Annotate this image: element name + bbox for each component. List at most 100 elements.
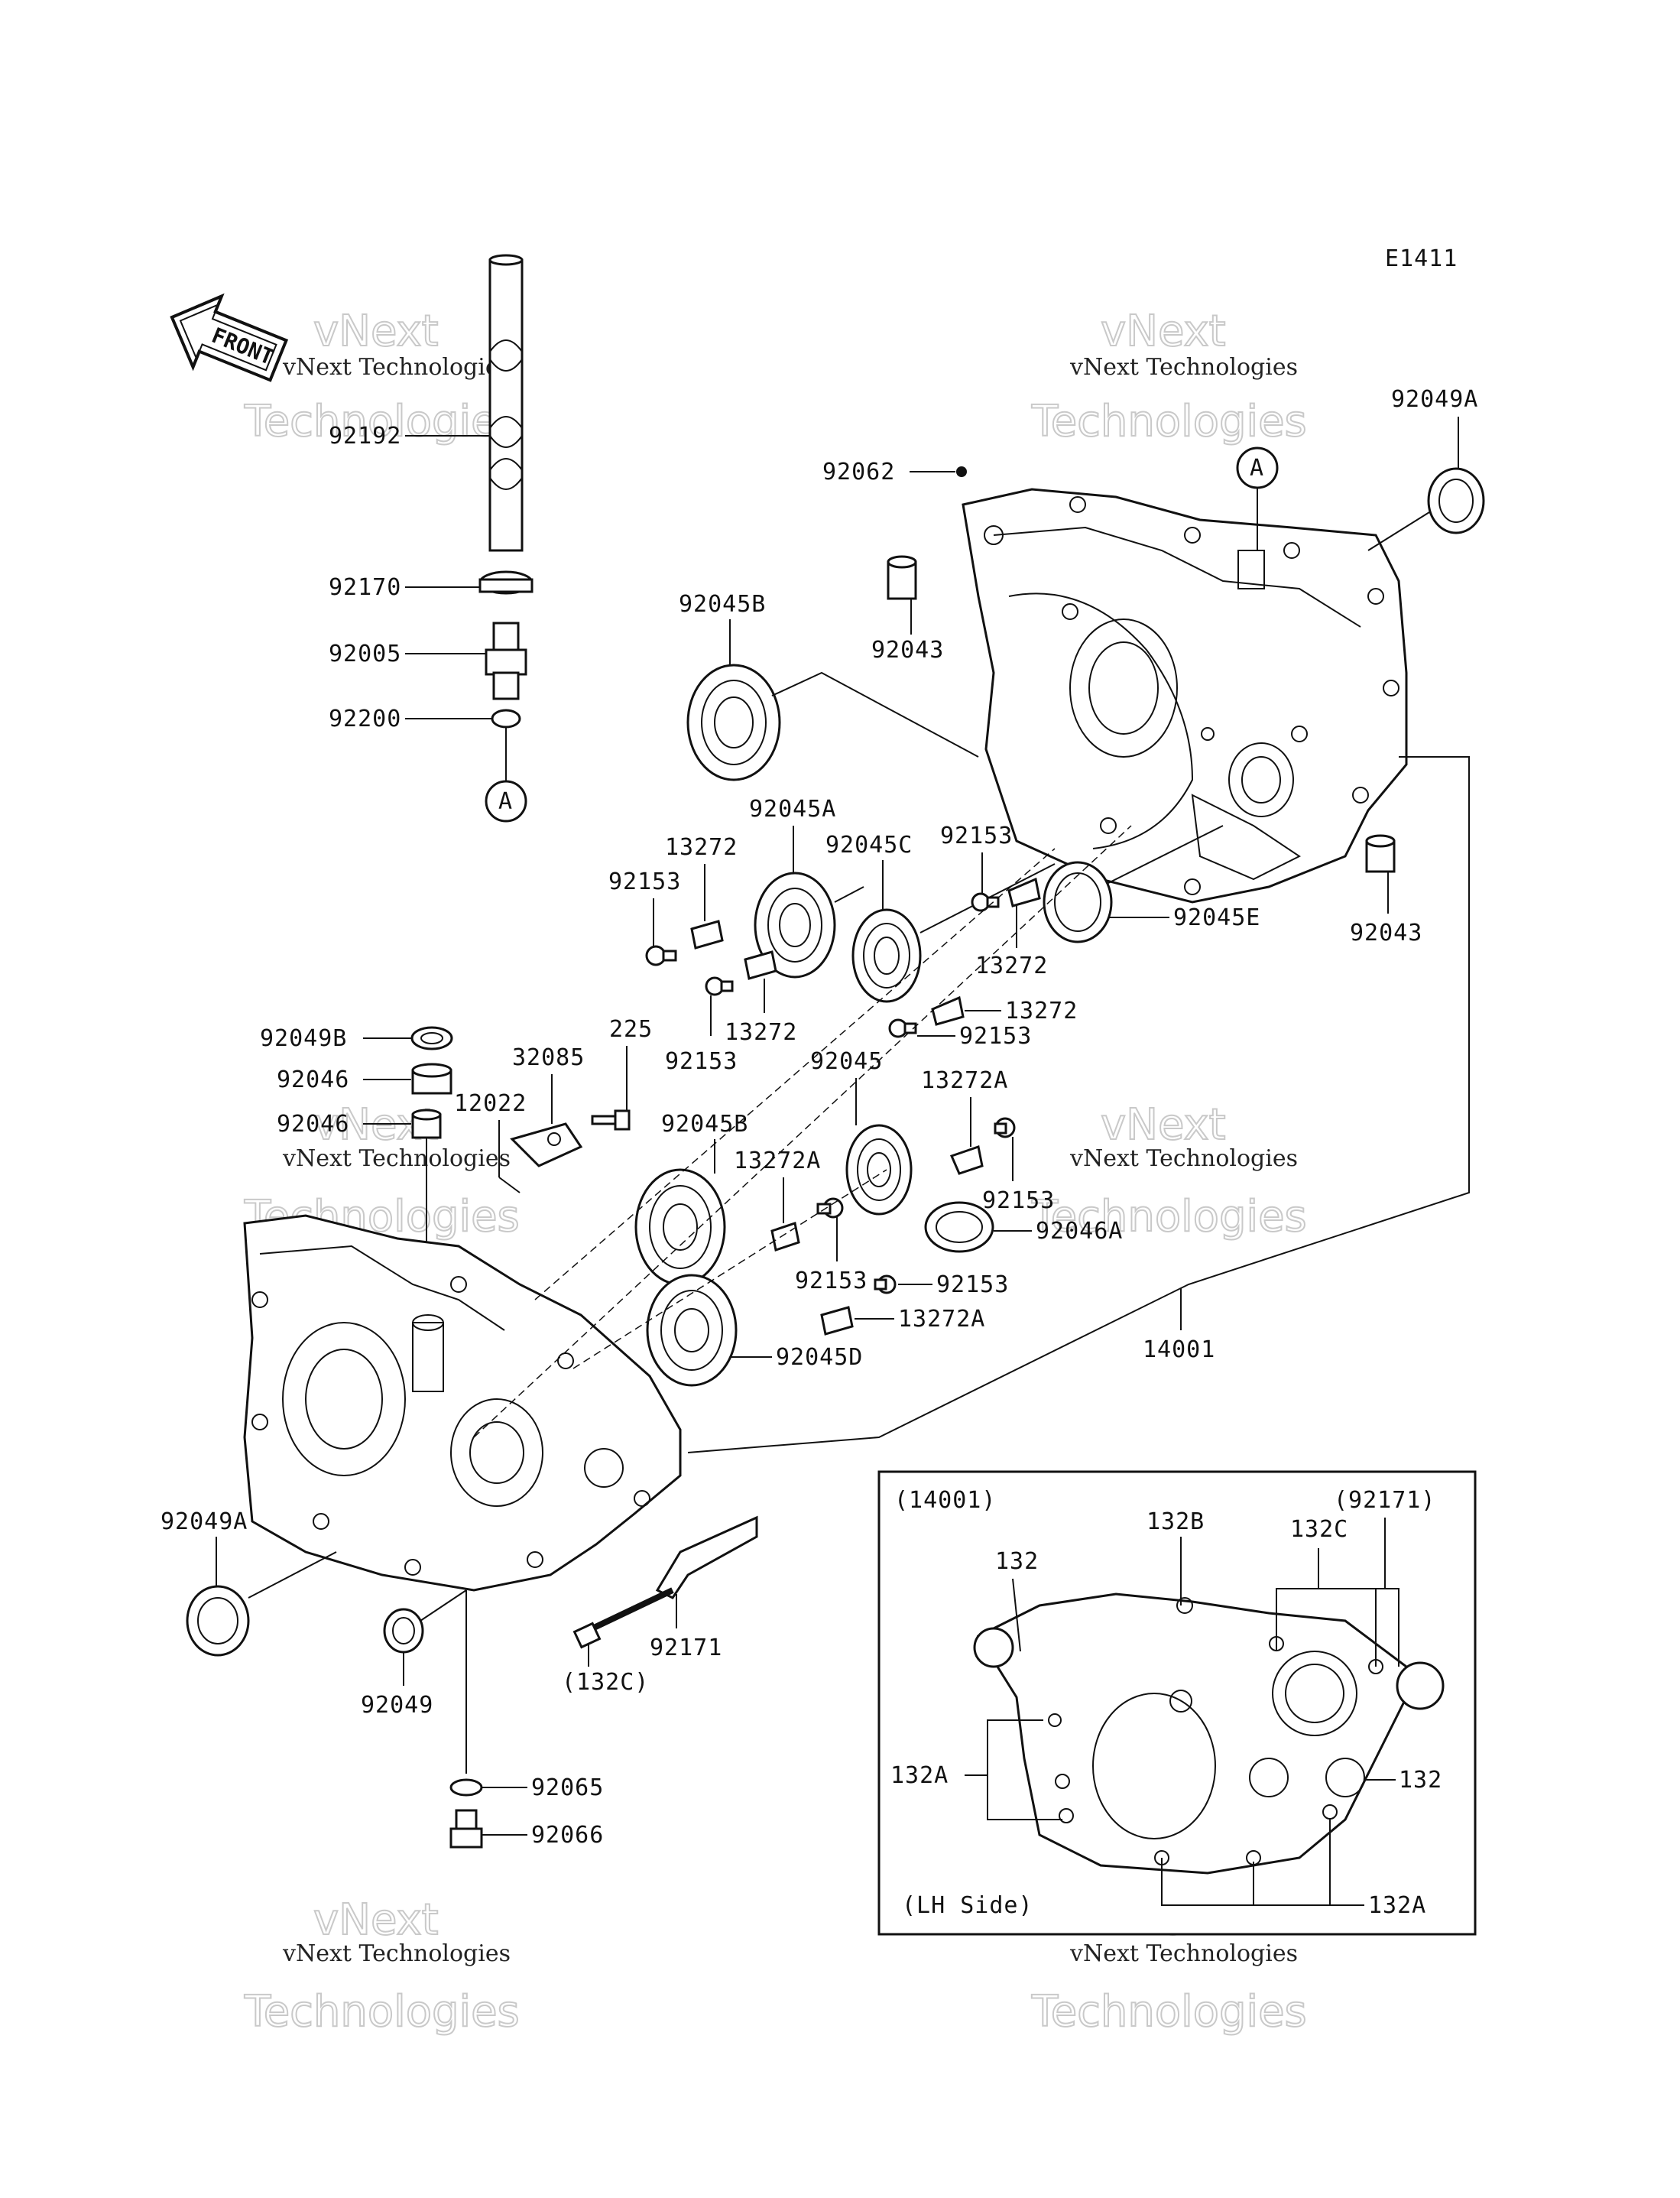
inset-label-132a-left: 132A	[890, 1762, 949, 1789]
crankcase-left-half	[243, 1214, 682, 1592]
ref-marker-a-left	[485, 780, 527, 823]
plate-13272a	[770, 1222, 800, 1252]
label-92045e: 92045E	[1173, 904, 1260, 931]
watermark-text: vNext Technologies	[282, 354, 511, 381]
inset-label-132-top: 132	[995, 1548, 1039, 1575]
label-14001: 14001	[1143, 1336, 1215, 1363]
oil-seal-92049a-top	[1427, 467, 1485, 534]
label-92045b-top: 92045B	[679, 591, 766, 618]
watermark-text: Technologies	[1031, 1192, 1307, 1242]
inset-side-label: (LH Side)	[902, 1892, 1033, 1919]
watermark-text: vNext Technologies	[282, 1940, 511, 1967]
watermark-top-right: vNext vNext Technologies Technologies	[1030, 306, 1308, 447]
plate-13272a	[820, 1306, 854, 1336]
breather-hose	[488, 254, 524, 552]
dowel-pin-92043-top	[887, 555, 917, 600]
inset-label-132c: 132C	[1290, 1516, 1348, 1543]
bracket-92171	[655, 1515, 758, 1599]
watermark-text: vNext	[313, 307, 439, 356]
bolt-225	[591, 1109, 631, 1131]
dowel-pin-92043-right	[1365, 834, 1396, 873]
washer-92065	[449, 1778, 483, 1797]
label-13272a-a: 13272A	[921, 1067, 1008, 1094]
label-92049: 92049	[361, 1692, 433, 1719]
watermark-text: Technologies	[244, 397, 520, 446]
label-92153-c: 92153	[665, 1048, 738, 1075]
label-132c-paren: (132C)	[562, 1669, 649, 1696]
oil-seal-92049a-left	[186, 1585, 250, 1657]
label-92045b-mid: 92045B	[661, 1111, 748, 1138]
watermark-text: vNext Technologies	[1069, 1145, 1298, 1172]
plate-13272	[744, 950, 777, 980]
label-92153-g: 92153	[936, 1271, 1009, 1298]
label-92043-right: 92043	[1350, 920, 1422, 946]
label-92046-b: 92046	[277, 1111, 349, 1138]
label-13272-c: 13272	[725, 1019, 797, 1046]
label-225: 225	[609, 1016, 653, 1043]
label-92049b: 92049B	[260, 1025, 347, 1052]
watermark-text: Technologies	[1031, 397, 1307, 446]
front-arrow-icon: FRONT	[170, 293, 289, 382]
bearing-92045c	[851, 908, 922, 1003]
ref-marker-a-text: A	[1250, 455, 1264, 482]
label-92170: 92170	[329, 574, 401, 601]
oil-seal-92049	[383, 1608, 424, 1654]
inset-crankcase	[973, 1592, 1445, 1875]
label-13272-d: 13272	[1005, 998, 1078, 1024]
watermark-text: Technologies	[1031, 1987, 1307, 2037]
screw-92153	[874, 1274, 897, 1294]
label-92045d: 92045D	[776, 1344, 863, 1371]
hose-clamp	[478, 570, 534, 595]
watermark-text: vNext	[1101, 307, 1226, 356]
inset-label-132-right: 132	[1399, 1767, 1442, 1794]
oil-seal-92045e	[1043, 861, 1113, 943]
label-92192: 92192	[329, 423, 401, 450]
bearing-92045b-mid	[634, 1168, 726, 1286]
washer-92200	[491, 709, 521, 729]
bearing-92046-b	[411, 1109, 442, 1139]
crankcase-right-half	[962, 488, 1408, 904]
watermark-text: vNext	[313, 1895, 439, 1945]
label-92153-e: 92153	[982, 1187, 1055, 1214]
inset-label-132a-bottom: 132A	[1368, 1892, 1426, 1919]
plate-13272	[1007, 877, 1041, 907]
bearing-92045d	[646, 1274, 738, 1387]
label-92153-a: 92153	[608, 868, 681, 895]
label-92153-f: 92153	[795, 1268, 868, 1294]
label-13272a-c: 13272A	[898, 1306, 985, 1333]
label-92045: 92045	[810, 1048, 883, 1075]
watermark-top-left: vNext vNext Technologies Technologies	[243, 306, 521, 447]
watermark-mid-right: vNext vNext Technologies Technologies	[1030, 1099, 1308, 1242]
inset-title-right: (92171)	[1334, 1487, 1435, 1514]
watermark-bottom-left: vNext vNext Technologies Technologies	[243, 1894, 521, 2037]
screw-92153	[705, 976, 734, 996]
label-92045a: 92045A	[749, 796, 836, 823]
label-92062: 92062	[822, 459, 895, 485]
bolt-132c	[572, 1587, 674, 1649]
bearing-92045	[845, 1124, 913, 1216]
plate-13272a	[949, 1145, 984, 1175]
label-92046a: 92046A	[1036, 1218, 1123, 1245]
label-12022: 12022	[454, 1090, 527, 1117]
plate-13272	[931, 995, 965, 1026]
oil-seal-92049b	[410, 1026, 453, 1050]
screw-92153	[816, 1197, 844, 1219]
label-92043-top: 92043	[871, 637, 944, 664]
screw-92153	[971, 892, 1000, 912]
pin-92062	[956, 466, 967, 477]
label-92153-b: 92153	[940, 823, 1013, 849]
label-32085: 32085	[512, 1044, 585, 1071]
bearing-92045a	[754, 872, 836, 979]
ref-marker-a-text: A	[498, 788, 513, 815]
label-92065: 92065	[531, 1774, 604, 1801]
label-92153-d: 92153	[959, 1023, 1032, 1050]
screw-92153	[994, 1117, 1016, 1138]
watermark-text: vNext	[1101, 1100, 1226, 1150]
label-92046-a: 92046	[277, 1067, 349, 1093]
watermark-text: vNext Technologies	[1069, 354, 1298, 381]
bearing-92045b-top	[686, 664, 781, 781]
alignment-lines	[473, 825, 1132, 1438]
inset-label-132b: 132B	[1146, 1508, 1205, 1535]
diagram-code: E1411	[1385, 245, 1458, 272]
